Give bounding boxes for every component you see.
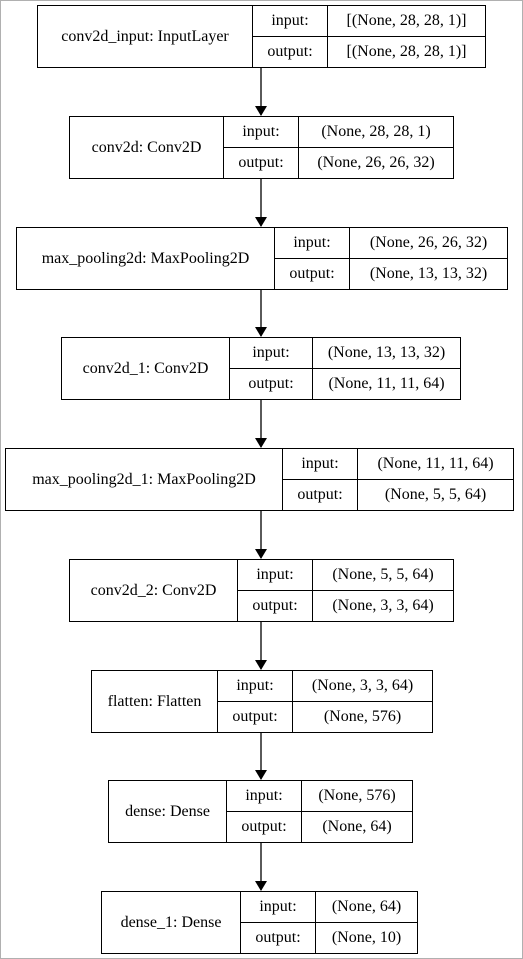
io-shapes: (None, 13, 13, 32) (None, 11, 11, 64) [313, 338, 460, 399]
io-shapes: [(None, 28, 28, 1)] [(None, 28, 28, 1)] [328, 6, 485, 67]
output-label: output: [238, 154, 284, 171]
input-shape: (None, 576) [302, 781, 412, 812]
output-label: output: [252, 597, 298, 614]
io-labels: input: output: [218, 671, 293, 732]
input-label: input: [218, 671, 292, 702]
input-shape: (None, 28, 28, 1) [299, 117, 453, 148]
input-shape: (None, 3, 3, 64) [293, 671, 432, 702]
output-label: output: [289, 265, 335, 282]
input-label: input: [230, 338, 312, 369]
input-shape: [(None, 28, 28, 1)] [328, 6, 485, 37]
io-labels: input: output: [238, 560, 313, 621]
output-shape: (None, 5, 5, 64) [384, 486, 487, 503]
io-shapes: (None, 576) (None, 64) [302, 781, 412, 842]
layer-name: conv2d_1: Conv2D [62, 338, 230, 399]
input-label: input: [224, 117, 298, 148]
output-label: output: [255, 929, 301, 946]
output-shape: (None, 64) [322, 818, 392, 835]
layer-name: conv2d_2: Conv2D [70, 560, 238, 621]
layer-name: max_pooling2d_1: MaxPooling2D [6, 449, 283, 510]
output-label: output: [297, 486, 343, 503]
io-shapes: (None, 28, 28, 1) (None, 26, 26, 32) [299, 117, 453, 178]
layer-name: flatten: Flatten [92, 671, 218, 732]
io-shapes: (None, 64) (None, 10) [316, 892, 417, 953]
io-shapes: (None, 11, 11, 64) (None, 5, 5, 64) [358, 449, 513, 510]
io-shapes: (None, 3, 3, 64) (None, 576) [293, 671, 432, 732]
output-label: output: [267, 43, 313, 60]
input-shape: (None, 64) [316, 892, 417, 923]
layer-name: dense: Dense [109, 781, 227, 842]
output-shape: (None, 3, 3, 64) [332, 597, 434, 614]
io-labels: input: output: [253, 6, 328, 67]
output-label: output: [232, 708, 278, 725]
output-shape: (None, 13, 13, 32) [369, 265, 488, 282]
io-labels: input: output: [224, 117, 299, 178]
output-shape: (None, 11, 11, 64) [328, 375, 445, 392]
io-labels: input: output: [227, 781, 302, 842]
layer-name: conv2d_input: InputLayer [38, 6, 253, 67]
io-shapes: (None, 5, 5, 64) (None, 3, 3, 64) [313, 560, 453, 621]
io-labels: input: output: [283, 449, 358, 510]
input-label: input: [253, 6, 327, 37]
input-shape: (None, 26, 26, 32) [350, 228, 507, 259]
output-shape: (None, 10) [331, 929, 402, 946]
layer-name: max_pooling2d: MaxPooling2D [17, 228, 275, 289]
input-shape: (None, 11, 11, 64) [358, 449, 513, 480]
io-labels: input: output: [275, 228, 350, 289]
output-label: output: [241, 818, 287, 835]
input-shape: (None, 13, 13, 32) [313, 338, 460, 369]
io-labels: input: output: [230, 338, 313, 399]
io-shapes: (None, 26, 26, 32) (None, 13, 13, 32) [350, 228, 507, 289]
input-label: input: [283, 449, 357, 480]
input-label: input: [275, 228, 349, 259]
output-shape: (None, 576) [323, 708, 402, 725]
output-shape: (None, 26, 26, 32) [317, 154, 435, 171]
output-label: output: [248, 375, 294, 392]
input-label: input: [241, 892, 315, 923]
output-shape: [(None, 28, 28, 1)] [346, 43, 467, 60]
layer-name: dense_1: Dense [102, 892, 241, 953]
input-shape: (None, 5, 5, 64) [313, 560, 453, 591]
io-labels: input: output: [241, 892, 316, 953]
input-label: input: [238, 560, 312, 591]
input-label: input: [227, 781, 301, 812]
layer-name: conv2d: Conv2D [70, 117, 224, 178]
